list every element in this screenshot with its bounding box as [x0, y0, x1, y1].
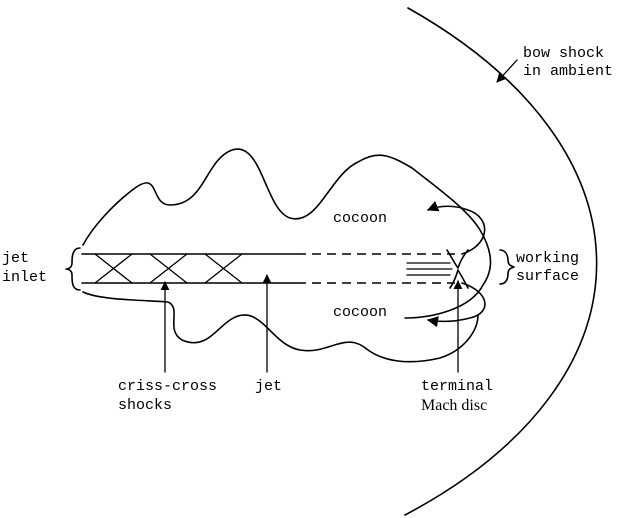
criss-cross-shock-pattern	[95, 254, 242, 283]
backflow-arrow-lower	[428, 283, 485, 321]
working-surface-label-line2: surface	[516, 268, 579, 285]
bow-shock-label-line2: in ambient	[523, 63, 613, 80]
jet-inlet-brace	[66, 248, 80, 290]
cocoon-lower-label: cocoon	[333, 304, 387, 321]
terminal-label-line2: Mach disc	[421, 397, 487, 414]
backflow-arrow-upper	[428, 206, 485, 254]
bow-shock-label-line1: bow shock	[523, 45, 604, 62]
jet-label: jet	[255, 378, 282, 395]
jet-inlet-label-line2: inlet	[2, 269, 47, 286]
terminal-label-line1: terminal	[421, 378, 493, 395]
cocoon-upper-label: cocoon	[333, 210, 387, 227]
jet-inlet-label-line1: jet	[2, 250, 29, 267]
working-surface-label-line1: working	[516, 250, 579, 267]
working-surface-lines	[407, 263, 452, 275]
criss-cross-label-line1: criss-cross	[118, 378, 217, 395]
working-surface-brace	[500, 250, 514, 284]
criss-cross-label-line2: shocks	[118, 397, 172, 414]
cocoon-lower-outline	[83, 292, 478, 362]
cocoon-upper-outline	[83, 149, 491, 318]
